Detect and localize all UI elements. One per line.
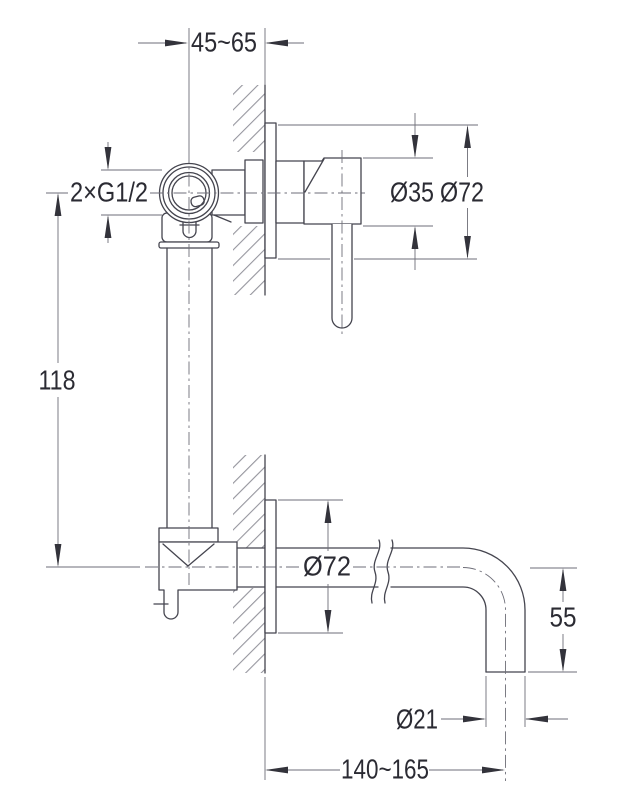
dimensions: 45~65 2×G1/2 118 Ø35 Ø72 [39,27,577,785]
arrow-up-icon [411,226,419,249]
arrow-down-icon [464,236,471,259]
dimension-depth-range: 45~65 [138,27,304,150]
handle-body [303,157,362,225]
dimension-reach-range: 140~165 [264,677,505,785]
handle-cone-line [304,158,325,193]
arrow-down-icon [411,135,419,158]
connector-chamfer [213,214,232,223]
break-line-right [383,539,394,604]
dim-label-thread: 2×G1/2 [70,177,148,208]
arrow-up-icon [104,215,112,238]
break-line-left [370,539,381,604]
spout-side-view [236,499,526,673]
dimension-spout-drop: 55 [528,567,577,673]
arrow-left-icon [525,715,548,723]
elbow-flange [158,527,219,543]
arrow-up-icon [54,193,62,216]
centerline-spout-bend [462,567,506,781]
arrow-up-icon [324,500,332,523]
cartridge-key-detail [190,195,205,208]
dim-label-reach-range: 140~165 [341,754,429,785]
dimension-handle-diameter: Ø35 [363,113,434,270]
dim-label-spout-drop: 55 [550,602,577,633]
dimension-thread: 2×G1/2 [70,142,162,243]
arrow-up-icon [559,568,567,591]
arrow-down-icon [324,610,332,633]
arrow-right-icon [482,766,505,774]
dimension-escutcheon-bottom: Ø72 [278,499,351,634]
arrow-right-icon [463,715,486,723]
elbow-chamfer-lines [162,543,215,567]
wall-opening-spout [232,548,266,588]
dim-label-spout-diameter: Ø21 [396,704,438,735]
arrow-down-icon [104,147,112,170]
dimension-escutcheon-top: Ø72 [278,124,484,260]
dimension-spout-diameter: Ø21 [396,676,568,735]
escutcheon-upper [264,122,277,259]
dimension-height: 118 [39,192,140,568]
arrow-left-icon [265,766,288,774]
centerlines [145,150,506,781]
arrow-down-icon [54,544,62,567]
dim-label-handle-diameter: Ø35 [390,177,434,208]
handle-neck [275,160,305,224]
arrow-down-icon [559,649,567,672]
arrow-up-icon [464,125,471,148]
in-wall-body [244,159,264,224]
spout-elbow-body [158,541,238,620]
escutcheon-lower [264,499,277,634]
arrow-left-icon [265,39,288,47]
spout-bottom-profile [236,586,487,673]
dim-label-depth-range: 45~65 [191,27,257,58]
dim-label-height: 118 [39,365,76,396]
arrow-right-icon [165,39,188,47]
dim-label-escutcheon-top: Ø72 [440,177,484,208]
handle-side-view [264,122,362,329]
dim-label-escutcheon-bottom: Ø72 [303,551,351,582]
spout-top-profile [236,547,526,673]
